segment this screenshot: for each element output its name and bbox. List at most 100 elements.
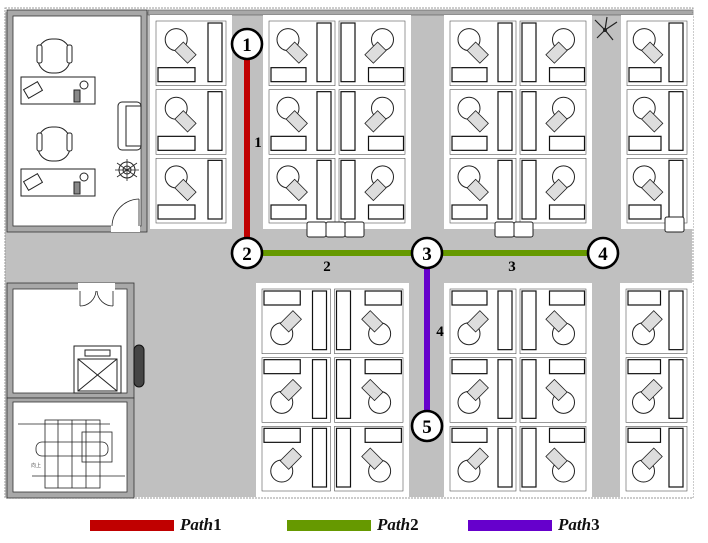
computer-icon xyxy=(466,447,489,470)
computer-icon xyxy=(466,178,489,202)
stool-icon xyxy=(664,216,685,233)
cubicle xyxy=(261,357,331,423)
computer-icon xyxy=(545,41,568,64)
cubicle-block-top-right-column xyxy=(621,15,693,229)
legend-swatch-path2 xyxy=(287,519,371,531)
cubicle xyxy=(268,89,336,155)
cubicle xyxy=(261,288,331,354)
computer-icon xyxy=(364,178,387,202)
cubicle-block-bottom-right-column xyxy=(620,283,693,497)
cubicle-block-top-left-column xyxy=(150,15,232,229)
cubicle-block-top-block-a xyxy=(263,15,411,229)
computer-icon xyxy=(545,110,568,133)
computer-icon xyxy=(361,310,384,333)
cubicle xyxy=(626,158,688,224)
node-label: 3 xyxy=(422,244,432,265)
node-4: 4 xyxy=(586,236,620,270)
node-3: 3 xyxy=(410,236,444,270)
cubicle xyxy=(449,426,517,492)
cubicle xyxy=(449,288,517,354)
computer-icon xyxy=(364,110,387,133)
computer-icon xyxy=(279,378,302,402)
cubicle xyxy=(519,288,587,354)
cubicle xyxy=(338,20,406,86)
stool-icon xyxy=(325,221,346,238)
legend-item-path1: Path1 xyxy=(90,513,222,537)
legend-label: Path2 xyxy=(377,515,419,534)
computer-icon xyxy=(285,110,308,133)
legend-label: Path3 xyxy=(558,515,600,534)
cubicle xyxy=(519,357,587,423)
cubicle xyxy=(449,158,517,224)
stairs-icon xyxy=(18,419,125,489)
stairwell: 向上 xyxy=(6,397,135,499)
chair-icon xyxy=(36,38,73,74)
computer-icon xyxy=(545,310,568,333)
edge-label: 3 xyxy=(508,259,516,275)
legend-item-path3: Path3 xyxy=(468,513,600,537)
node-5: 5 xyxy=(410,409,444,443)
outer-boundary xyxy=(4,7,694,499)
computer-icon xyxy=(640,378,663,402)
stool-icon xyxy=(494,221,515,238)
cubicle-block-bottom-block-a xyxy=(256,283,409,497)
cubicle xyxy=(626,89,688,155)
computer-icon xyxy=(466,310,489,333)
edge-label: 2 xyxy=(323,259,331,275)
computer-icon xyxy=(361,447,384,470)
edge-label: 1 xyxy=(254,135,262,151)
cubicle xyxy=(625,288,688,354)
node-label: 2 xyxy=(242,244,252,265)
cubicle xyxy=(338,89,406,155)
computer-icon xyxy=(279,447,302,470)
legend-swatch-path3 xyxy=(468,519,552,531)
cubicle xyxy=(334,357,404,423)
stool-icon xyxy=(513,221,534,238)
cubicle xyxy=(449,89,517,155)
computer-icon xyxy=(545,378,568,402)
cubicle xyxy=(625,426,688,492)
cubicle xyxy=(334,288,404,354)
legend-swatch-path1 xyxy=(90,519,174,531)
computer-icon xyxy=(466,110,489,133)
desk-icon xyxy=(20,76,96,105)
cubicle xyxy=(155,158,227,224)
computer-icon xyxy=(545,447,568,470)
node-1: 1 xyxy=(230,27,264,61)
fire-extinguisher-icon xyxy=(133,344,145,388)
desk-icon xyxy=(20,168,96,197)
computer-icon xyxy=(279,310,302,333)
cubicle-block-top-block-b xyxy=(444,15,592,229)
cubicle xyxy=(268,158,336,224)
cubicle xyxy=(519,158,587,224)
sofa-icon xyxy=(117,101,142,151)
stool-icon xyxy=(344,221,365,238)
plant-icon xyxy=(115,159,139,181)
computer-icon xyxy=(174,178,197,202)
node-2: 2 xyxy=(230,236,264,270)
cubicle xyxy=(155,89,227,155)
computer-icon xyxy=(285,41,308,64)
stool-icon xyxy=(306,221,327,238)
computer-icon xyxy=(640,447,663,470)
cubicle xyxy=(268,20,336,86)
computer-icon xyxy=(640,310,663,333)
cubicle xyxy=(155,20,227,86)
node-label: 1 xyxy=(242,35,252,56)
cubicle xyxy=(625,357,688,423)
computer-icon xyxy=(364,41,387,64)
elevator-icon xyxy=(73,345,122,394)
legend-label: Path1 xyxy=(180,515,222,534)
cubicle xyxy=(449,20,517,86)
node-label: 5 xyxy=(422,417,432,438)
edge-label: 4 xyxy=(436,324,444,340)
node-label: 4 xyxy=(598,244,608,265)
plant-icon xyxy=(594,16,618,41)
top-wall xyxy=(147,9,694,16)
computer-icon xyxy=(466,378,489,402)
legend: Path1 Path2 Path3 xyxy=(0,513,708,537)
computer-icon xyxy=(641,41,664,64)
stairs-label: 向上 xyxy=(31,462,41,469)
computer-icon xyxy=(285,178,308,202)
computer-icon xyxy=(174,110,197,133)
